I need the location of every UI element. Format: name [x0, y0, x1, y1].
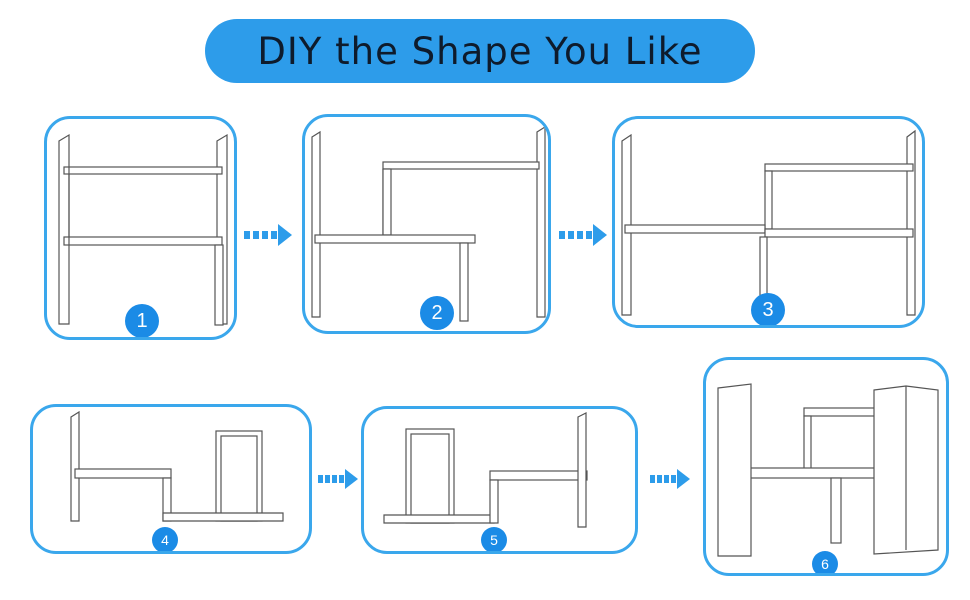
- step-5-panel: 5: [361, 406, 638, 554]
- arrow-right-icon: [244, 224, 292, 246]
- arrow-right-icon: [318, 469, 358, 489]
- step-1-panel: 1: [44, 116, 237, 340]
- step-1-number-badge: 1: [125, 304, 159, 337]
- step-4-number-badge: 4: [152, 527, 178, 551]
- step-4-panel: 4: [30, 404, 312, 554]
- step-3-number-badge: 3: [751, 293, 785, 325]
- step-6-number-badge: 6: [812, 551, 838, 573]
- step-2-number-badge: 2: [420, 296, 454, 330]
- title-banner: DIY the Shape You Like: [205, 19, 755, 83]
- shelf-step-2-illustration: [311, 125, 546, 322]
- step-2-panel: 2: [302, 114, 551, 334]
- step-6-panel: 6: [703, 357, 949, 576]
- shelf-step-1-illustration: [58, 133, 228, 326]
- shelf-step-4-illustration: [70, 410, 284, 522]
- shelf-step-6-illustration: [717, 383, 939, 557]
- arrow-right-icon: [650, 469, 690, 489]
- page-title: DIY the Shape You Like: [257, 29, 703, 73]
- shelf-step-5-illustration: [383, 412, 588, 528]
- step-5-number-badge: 5: [481, 527, 507, 551]
- arrow-right-icon: [559, 224, 607, 246]
- step-3-panel: 3: [612, 116, 925, 328]
